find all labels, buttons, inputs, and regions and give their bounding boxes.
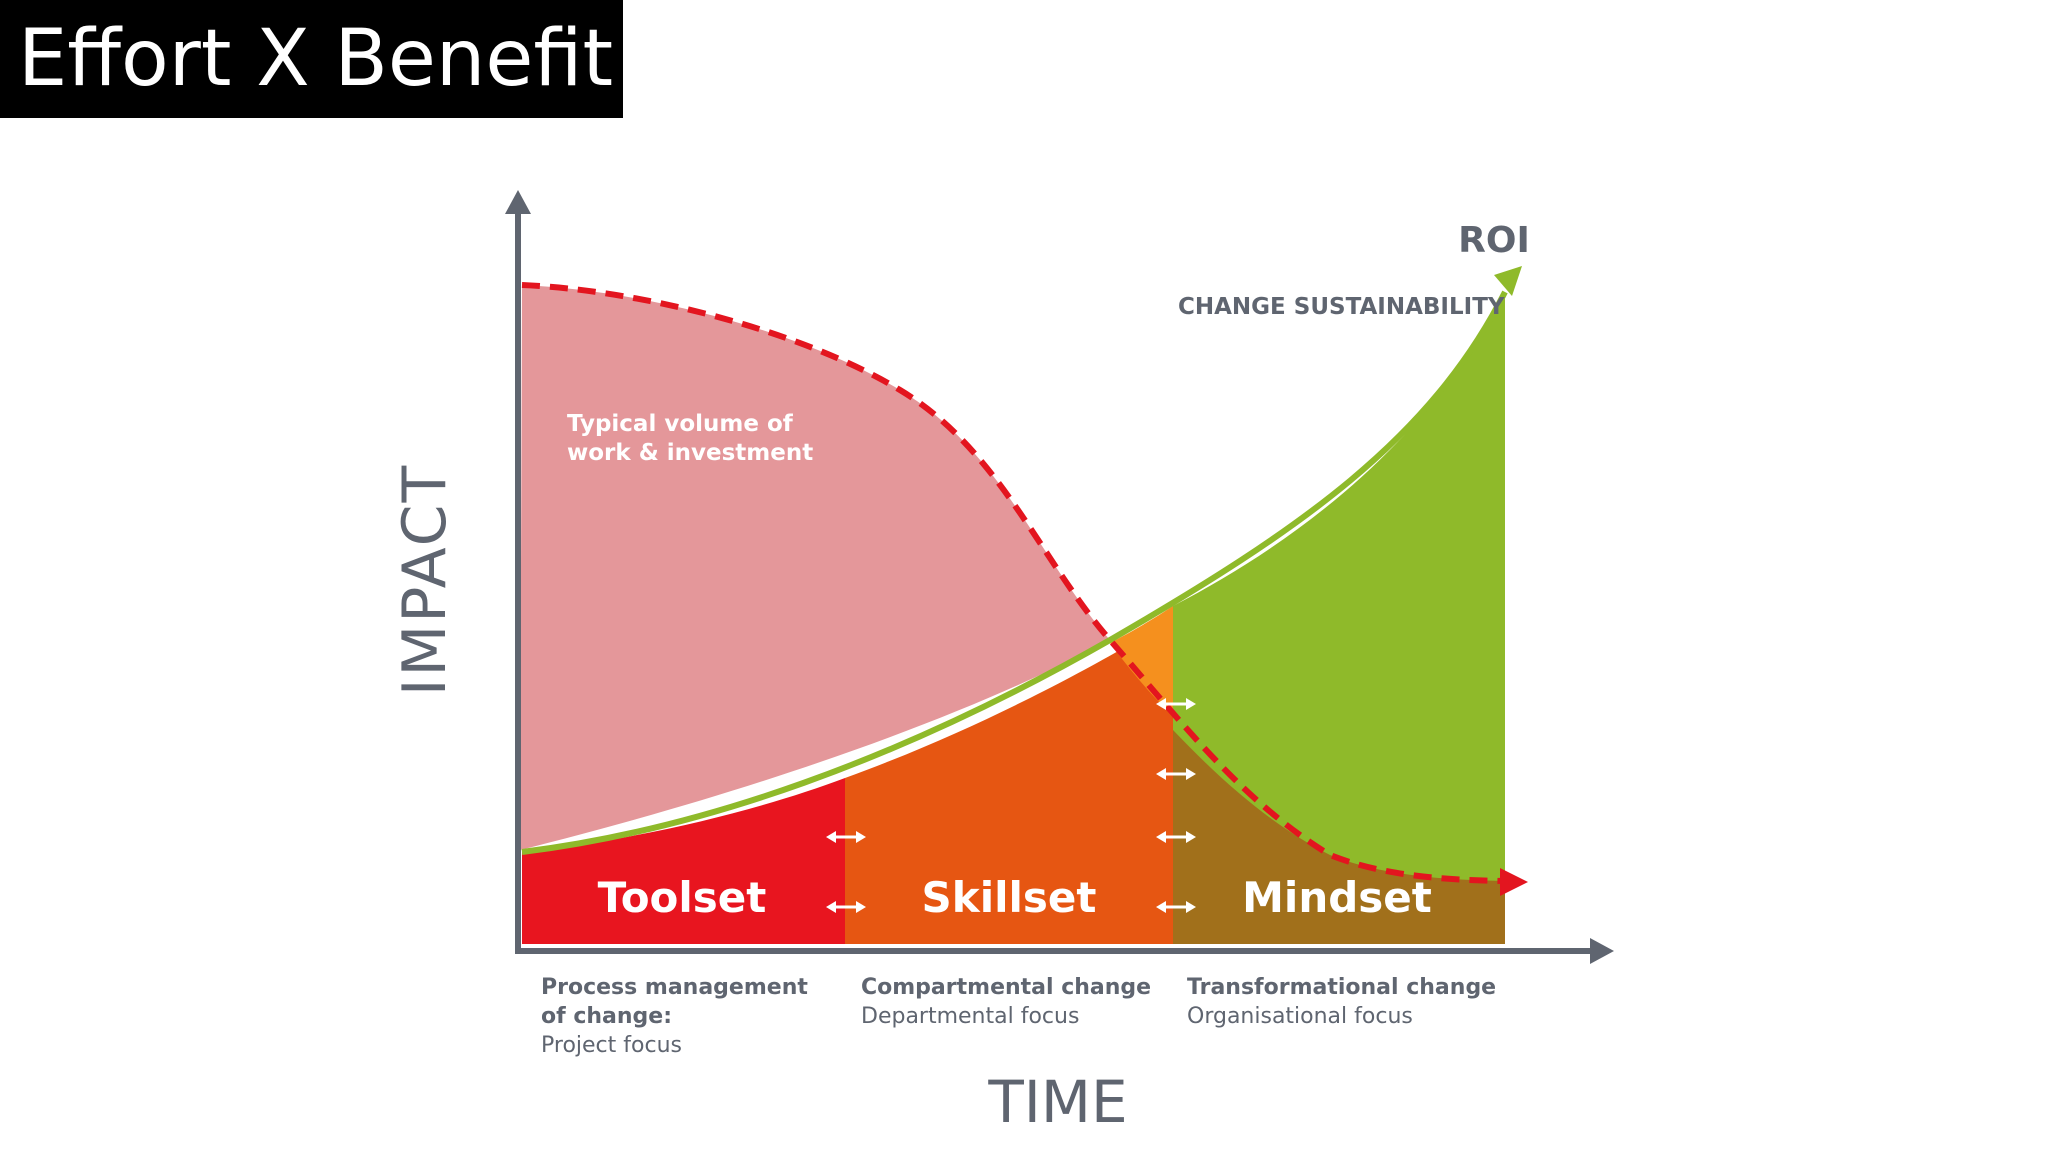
mindset-area [1173,730,1505,944]
investment-label-line2: work & investment [567,440,813,466]
mindset-caption-line1: Transformational change [1187,975,1496,1000]
roi-label: ROI [1458,220,1530,261]
double-arrow-icon [1156,698,1196,710]
skillset-caption-line1: Compartmental change [861,975,1151,1000]
skillset-caption-line2: Departmental focus [861,1004,1079,1029]
phase-mindset-name: Mindset [1242,873,1432,922]
double-arrow-icon [1156,901,1196,913]
skillset-area [845,650,1173,944]
investment-curve [521,282,1506,884]
x-axis-label: TIME [987,1068,1127,1136]
roi-arrowhead [1494,266,1522,296]
double-arrow-icon [826,901,866,913]
phase-toolset-name: Toolset [598,873,767,922]
investment-label-line1: Typical volume of [567,411,794,437]
double-arrow-icon [826,831,866,843]
double-arrow-icon [1156,831,1196,843]
investment-arrowhead [1500,868,1528,896]
roi-curve [521,290,1508,855]
roi-area [1173,292,1505,944]
toolset-caption-line2: of change: [541,1004,672,1029]
slide-title-bar: Effort X Benefit [0,0,623,118]
toolset-caption-line3: Project focus [541,1033,682,1058]
x-axis-arrowhead [1590,938,1614,964]
phase-transition-arrows [826,698,1196,913]
skillset-upper-area [1110,606,1173,715]
y-axis-label: IMPACT [390,464,460,696]
double-arrow-icon [1156,768,1196,780]
phase-skillset-name: Skillset [922,873,1097,922]
toolset-caption-line1: Process management [541,975,808,1000]
mindset-caption-line2: Organisational focus [1187,1004,1413,1029]
axes [505,190,1614,964]
toolset-area [522,778,845,944]
sustainability-label: CHANGE SUSTAINABILITY [1178,294,1505,320]
investment-area [520,285,1110,850]
slide-title: Effort X Benefit [18,14,614,104]
y-axis-arrowhead [505,190,531,214]
